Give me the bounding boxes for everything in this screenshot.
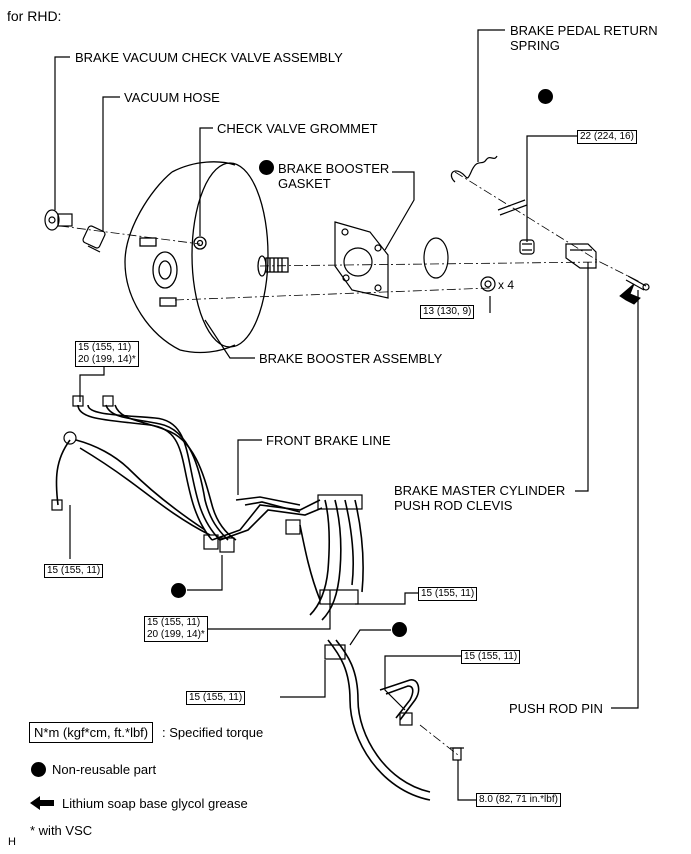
leader-t-right-upper bbox=[355, 592, 418, 605]
torque-bottom: 15 (155, 11) bbox=[186, 691, 246, 705]
leader-t-right-lower bbox=[384, 655, 461, 711]
torque-mid: 15 (155, 11) 20 (199, 14)* bbox=[144, 616, 208, 642]
non-reusable-dot-mid bbox=[392, 622, 407, 637]
torque-right-upper: 15 (155, 11) bbox=[418, 587, 478, 601]
variant-heading: for RHD: bbox=[7, 8, 62, 24]
label-booster-gasket: BRAKE BOOSTER GASKET bbox=[278, 161, 390, 191]
leader-t-flare-top bbox=[79, 366, 105, 402]
torque-right-lower: 15 (155, 11) bbox=[461, 650, 521, 664]
leader-clevis-nut bbox=[526, 135, 577, 242]
clevis-nut-part bbox=[519, 239, 535, 255]
label-grommet: CHECK VALVE GROMMET bbox=[217, 121, 378, 136]
leader-booster-assembly bbox=[204, 319, 255, 359]
figure-code: H bbox=[8, 836, 16, 848]
bolt-part bbox=[450, 747, 464, 761]
leader-t-bottom bbox=[280, 660, 326, 698]
leader-dot-lower bbox=[187, 555, 223, 591]
label-vacuum-hose: VACUUM HOSE bbox=[124, 90, 220, 105]
push-rod-clevis-part bbox=[565, 243, 597, 269]
leader-front-line bbox=[237, 439, 262, 495]
return-spring-part bbox=[450, 155, 498, 183]
leader-check-valve bbox=[54, 56, 70, 210]
grease-arrow-diagram bbox=[619, 283, 641, 305]
leader-clevis bbox=[575, 262, 589, 492]
legend-torque-box: N*m (kgf*cm, ft.*lbf) bbox=[29, 722, 154, 743]
leader-spring bbox=[477, 29, 505, 162]
torque-booster-nut: 13 (130, 9) bbox=[420, 305, 475, 319]
legend-vsc-note: * with VSC bbox=[30, 823, 93, 838]
booster-nut-part bbox=[480, 276, 496, 292]
non-reusable-dot-gasket bbox=[259, 160, 274, 175]
non-reusable-dot-lines bbox=[171, 583, 186, 598]
flare-fittings bbox=[51, 395, 413, 726]
torque-clevis-nut: 22 (224, 16) bbox=[577, 130, 637, 144]
brake-booster-body bbox=[124, 161, 289, 354]
leader-gasket bbox=[384, 171, 415, 251]
leader-push-rod-pin bbox=[611, 290, 639, 709]
non-reusable-dot-spring-clip bbox=[538, 89, 553, 104]
leader-t-mid bbox=[206, 590, 331, 630]
grease-arrow-legend-icon bbox=[30, 796, 54, 810]
label-front-brake-line: FRONT BRAKE LINE bbox=[266, 433, 391, 448]
vacuum-hose-part bbox=[82, 225, 106, 253]
legend-non-reusable: Non-reusable part bbox=[52, 762, 157, 777]
non-reusable-legend-icon bbox=[31, 762, 46, 777]
leader-vacuum-hose bbox=[102, 96, 120, 232]
label-check-valve: BRAKE VACUUM CHECK VALVE ASSEMBLY bbox=[75, 50, 343, 65]
leader-dot-mid bbox=[349, 629, 391, 646]
label-booster-assembly: BRAKE BOOSTER ASSEMBLY bbox=[259, 351, 443, 366]
check-valve-part bbox=[44, 209, 73, 231]
quantity-label: x 4 bbox=[498, 278, 515, 292]
label-push-rod-pin: PUSH ROD PIN bbox=[509, 701, 603, 716]
torque-left: 15 (155, 11) bbox=[44, 564, 104, 578]
label-push-rod-clevis: BRAKE MASTER CYLINDER PUSH ROD CLEVIS bbox=[394, 483, 566, 513]
push-rod-pin-part bbox=[625, 275, 650, 291]
booster-gasket-part bbox=[334, 221, 449, 299]
legend-torque-text: : Specified torque bbox=[162, 725, 264, 740]
label-return-spring: BRAKE PEDAL RETURN SPRING bbox=[510, 23, 658, 53]
torque-flare-top: 15 (155, 11) 20 (199, 14)* bbox=[75, 341, 139, 367]
clip-part bbox=[497, 199, 528, 216]
leader-t-bolt bbox=[457, 760, 476, 801]
torque-bolt: 8.0 (82, 71 in.*lbf) bbox=[476, 793, 561, 807]
legend-grease: Lithium soap base glycol grease bbox=[62, 796, 248, 811]
